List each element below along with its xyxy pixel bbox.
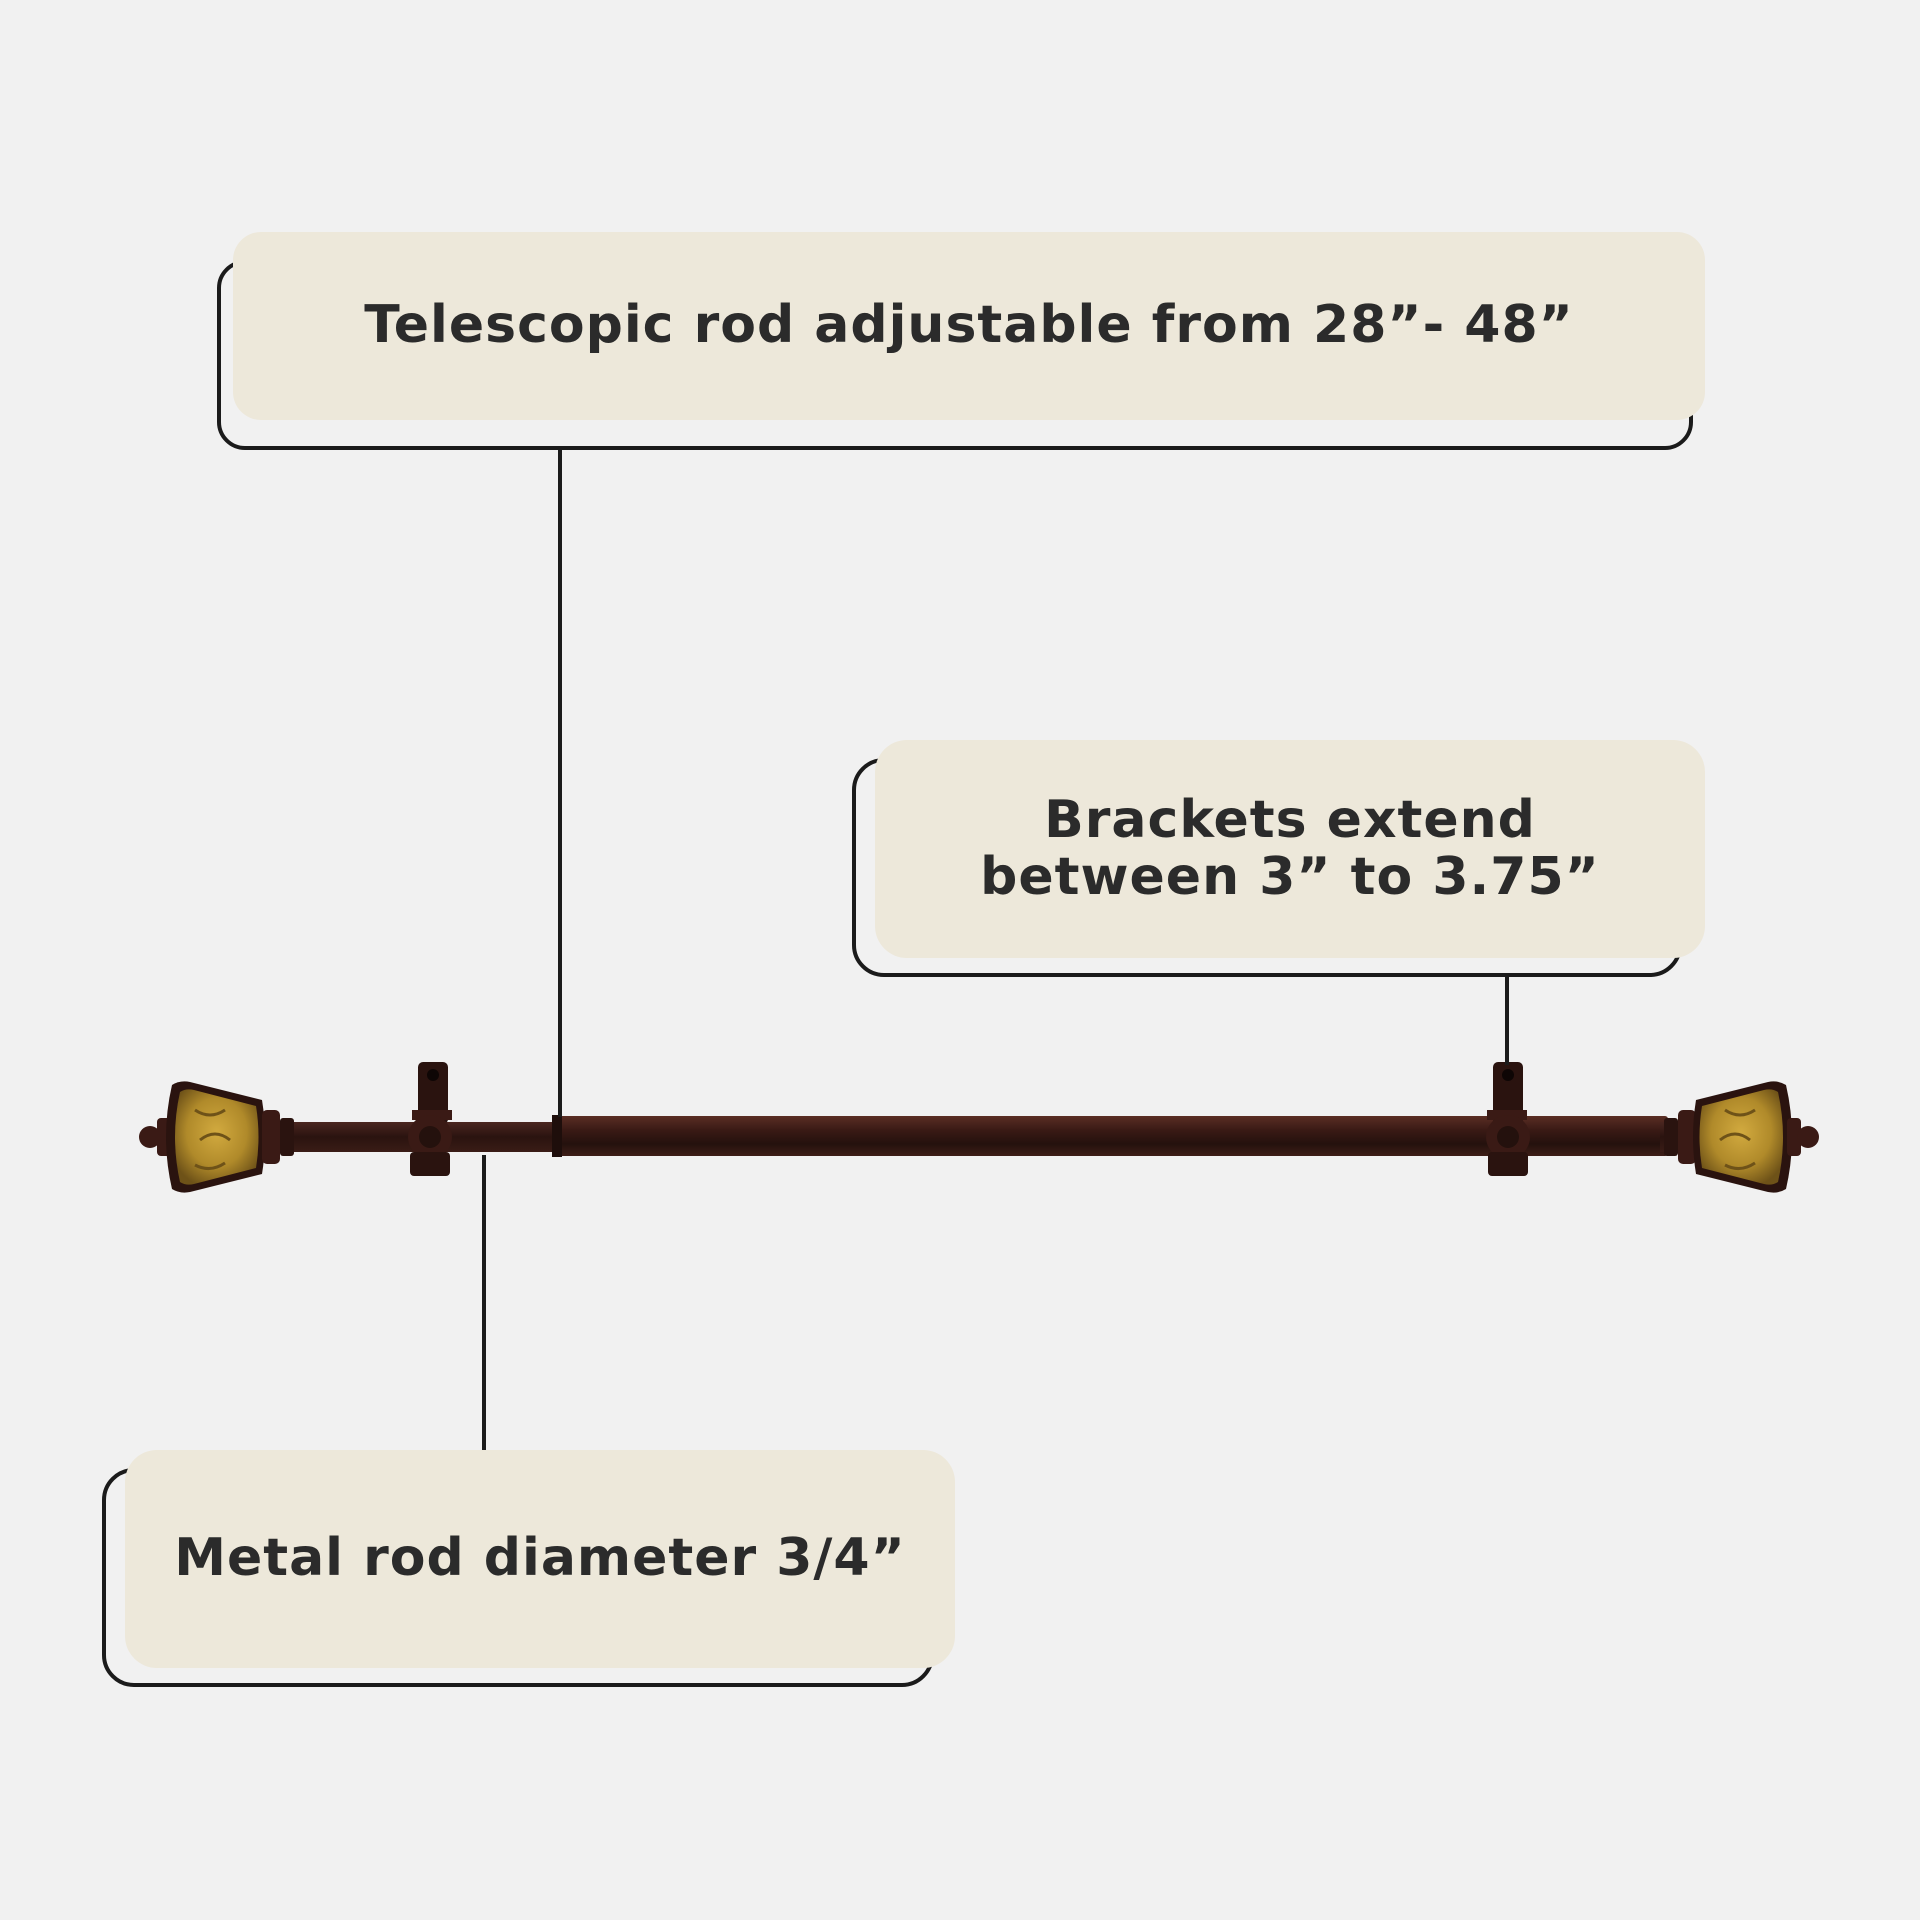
callout-diameter-label: Metal rod diameter 3/4” <box>125 1450 955 1668</box>
callout-brackets-line2: between 3” to 3.75” <box>980 847 1600 907</box>
right-bracket <box>1486 1062 1530 1176</box>
callout-telescopic-label: Telescopic rod adjustable from 28”- 48” <box>233 232 1705 420</box>
callout-brackets-line1: Brackets extend <box>1044 789 1536 850</box>
outer-rod-section <box>553 1116 1668 1156</box>
left-bracket <box>408 1062 452 1176</box>
leader-line-diameter <box>482 1155 486 1450</box>
left-finial <box>139 1081 294 1193</box>
leader-line-brackets <box>1505 975 1509 1065</box>
leader-line-telescopic <box>558 447 562 1117</box>
right-finial <box>1664 1081 1819 1193</box>
callout-brackets-label: Brackets extend between 3” to 3.75” <box>875 740 1705 958</box>
callout-telescopic-text: Telescopic rod adjustable from 28”- 48” <box>364 295 1574 356</box>
callout-diameter-text: Metal rod diameter 3/4” <box>174 1528 906 1589</box>
rod-joint-ring <box>552 1115 562 1157</box>
